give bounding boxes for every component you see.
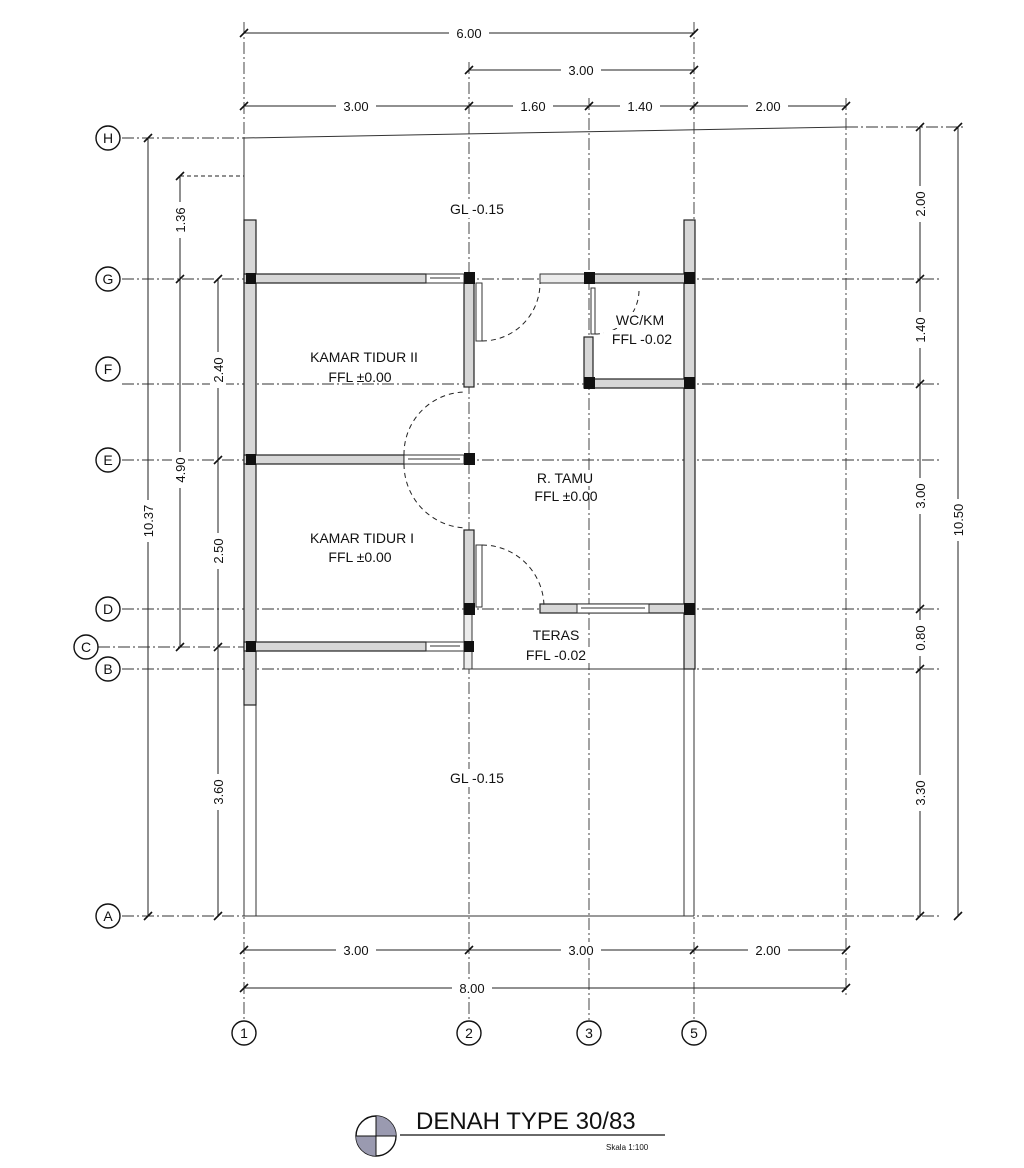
grid-row-a: A <box>103 908 113 924</box>
room-labels: GL -0.15 KAMAR TIDUR II FFL ±0.00 WC/KM … <box>310 200 680 787</box>
site-outline <box>180 138 695 917</box>
room-kamar-tidur-2-level: FFL ±0.00 <box>328 369 391 385</box>
room-teras-name: TERAS <box>533 627 580 643</box>
row-bubbles: H G F E D C B A <box>73 125 121 929</box>
dim-right-0-80: 0.80 <box>913 625 928 650</box>
dim-left-1-36: 1.36 <box>173 207 188 232</box>
dim-top-2-3: 1.60 <box>520 99 545 114</box>
grid-row-h: H <box>103 130 113 146</box>
room-kamar-tidur-2-name: KAMAR TIDUR II <box>310 349 418 365</box>
dim-right-2-00: 2.00 <box>913 191 928 216</box>
drawing-scale: Skala 1:100 <box>606 1143 649 1152</box>
dim-left-4-90: 4.90 <box>173 457 188 482</box>
title-block: DENAH TYPE 30/83 Skala 1:100 <box>355 1108 665 1157</box>
dim-bottom-5-end: 2.00 <box>755 943 780 958</box>
grid-row-g: G <box>103 271 114 287</box>
drawing-title: DENAH TYPE 30/83 <box>416 1108 636 1135</box>
grid-lines <box>98 22 965 1020</box>
dim-right-10-50: 10.50 <box>951 504 966 537</box>
dim-top-3-5: 1.40 <box>627 99 652 114</box>
dim-left-3-60: 3.60 <box>211 779 226 804</box>
grid-col-5: 5 <box>690 1025 698 1041</box>
room-r-tamu-name: R. TAMU <box>537 470 593 486</box>
grid-col-1: 1 <box>240 1025 248 1041</box>
dim-top-1-2: 3.00 <box>343 99 368 114</box>
grid-col-2: 2 <box>465 1025 473 1041</box>
left-dimensions: 1.36 2.40 4.90 2.50 10.37 3.60 <box>140 133 226 921</box>
top-dimensions: 6.00 3.00 3.00 1.60 1.40 2.00 <box>239 25 851 114</box>
dim-top-5-end: 2.00 <box>755 99 780 114</box>
dim-left-2-50: 2.50 <box>211 538 226 563</box>
columns <box>246 272 695 652</box>
room-r-tamu-level: FFL ±0.00 <box>534 488 597 504</box>
grid-col-3: 3 <box>585 1025 593 1041</box>
dim-bottom-1-2: 3.00 <box>343 943 368 958</box>
doors <box>403 282 640 608</box>
dim-bottom-overall: 8.00 <box>459 981 484 996</box>
column-bubbles: 1 2 3 5 <box>231 1020 707 1046</box>
room-garden-top-name: GL -0.15 <box>450 201 504 217</box>
grid-row-b: B <box>103 661 112 677</box>
room-teras-level: FFL -0.02 <box>526 647 586 663</box>
room-garden-bottom-name: GL -0.15 <box>450 770 504 786</box>
dim-right-1-40: 1.40 <box>913 317 928 342</box>
grid-row-d: D <box>103 601 113 617</box>
grid-row-f: F <box>104 361 113 377</box>
room-wc-level: FFL -0.02 <box>612 331 672 347</box>
dim-left-10-37: 10.37 <box>141 505 156 538</box>
dim-left-2-40: 2.40 <box>211 357 226 382</box>
dim-right-3-00: 3.00 <box>913 483 928 508</box>
dim-bottom-2-5: 3.00 <box>568 943 593 958</box>
dim-right-3-30: 3.30 <box>913 780 928 805</box>
bottom-dimensions: 3.00 3.00 2.00 8.00 <box>239 942 851 996</box>
room-wc-name: WC/KM <box>616 312 664 328</box>
right-dimensions: 2.00 1.40 3.00 0.80 3.30 10.50 <box>912 122 966 921</box>
grid-row-c: C <box>81 639 91 655</box>
dim-top-2-5: 3.00 <box>568 63 593 78</box>
dim-top-overall: 6.00 <box>456 26 481 41</box>
room-kamar-tidur-1-name: KAMAR TIDUR I <box>310 530 414 546</box>
room-kamar-tidur-1-level: FFL ±0.00 <box>328 549 391 565</box>
grid-row-e: E <box>103 452 112 468</box>
